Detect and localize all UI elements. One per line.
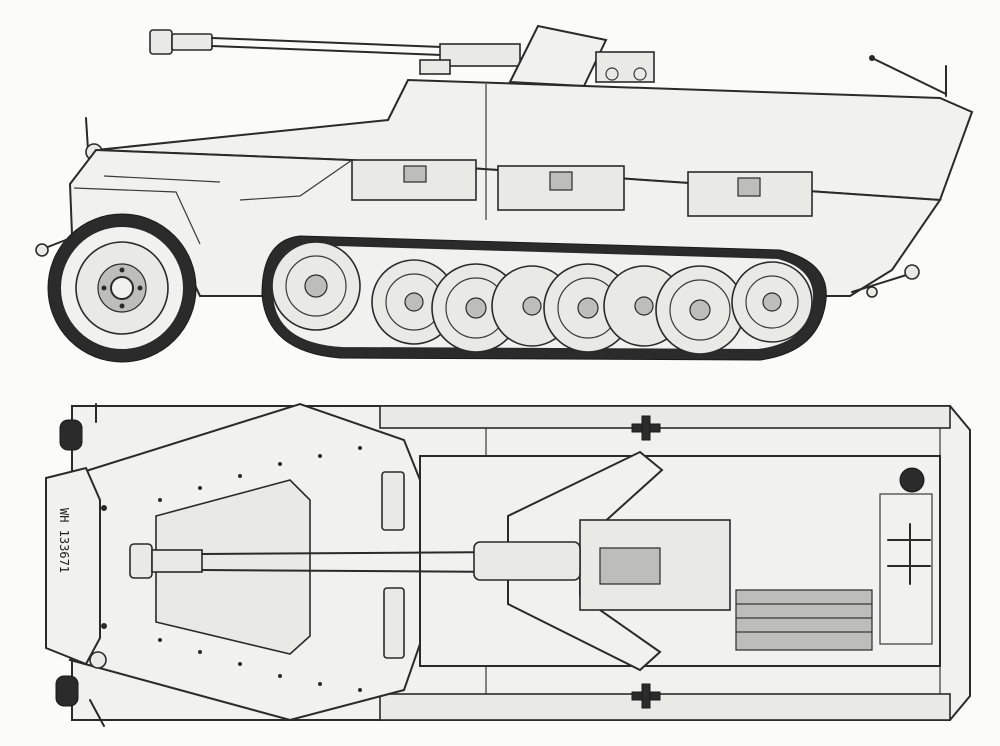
vision-slot [383,587,405,659]
gun-barrel-top [129,541,581,581]
side-view [35,24,974,363]
tow-hook [89,651,107,669]
front-wheel [47,213,197,363]
engine-hatch [155,479,311,655]
gun-mount-side [595,51,655,83]
front-wheel-top [55,675,79,707]
gun-barrel-side [149,29,521,75]
idler-wheel [731,261,813,343]
serial-number: WH 133671 [57,508,71,573]
rear-tow-hitch [851,264,920,298]
antenna-side [85,55,947,161]
cross-marking [631,683,661,709]
front-armor-plate [45,466,101,666]
drive-sprocket [271,241,361,331]
side-stowage-panels [351,84,813,220]
rivets [101,446,362,692]
spare-wheel-top [899,467,925,493]
ammo-rack [735,589,873,651]
gun-shield-side [508,24,608,88]
cross-marking [631,415,661,441]
road-wheels [271,241,813,355]
top-view: WH 133671 [45,402,971,727]
front-wheel-top [59,419,83,451]
road-wheel [655,265,745,355]
vision-slot [381,471,405,531]
